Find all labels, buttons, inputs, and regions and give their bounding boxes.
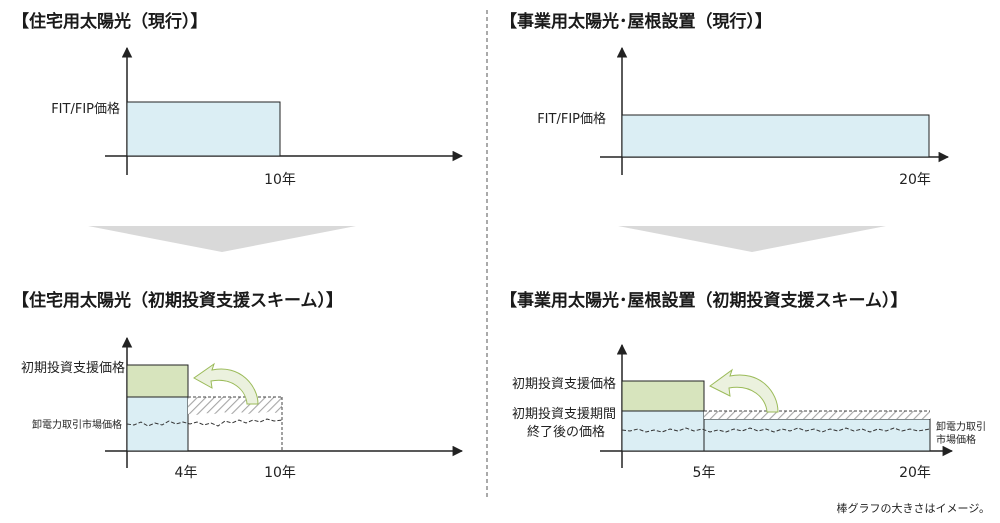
down-arrow-right-icon [618, 226, 886, 252]
tr-y-label: FIT/FIP価格 [537, 111, 606, 127]
br-after-label-line2: 終了後の価格 [527, 424, 605, 440]
bl-initial-price-label: 初期投資支援価格 [21, 360, 125, 376]
title-top-right: 【事業用太陽光･屋根設置（現行）】 [500, 11, 772, 32]
br-market-label-line1: 卸電力取引 [936, 420, 986, 433]
tl-fit-bar [126, 101, 281, 157]
br-x-tick-1: 5年 [693, 465, 716, 481]
title-bottom-left: 【住宅用太陽光（初期投資支援スキーム）】 [12, 290, 343, 311]
down-arrow-left-icon [88, 226, 356, 252]
tl-x-tick: 10年 [264, 172, 296, 188]
tr-fit-bar [621, 114, 930, 158]
footnote: 棒グラフの大きさはイメージ。 [837, 501, 990, 515]
bl-hatched-area [188, 397, 282, 415]
bl-x-tick-2: 10年 [264, 465, 296, 481]
br-post-support-bar [703, 418, 931, 452]
title-bottom-right: 【事業用太陽光･屋根設置（初期投資支援スキーム）】 [500, 290, 908, 311]
br-after-label-line1: 初期投資支援期間 [512, 406, 616, 422]
bl-curved-arrow-icon [193, 362, 259, 405]
br-x-tick-2: 20年 [899, 465, 931, 481]
br-hatched-area [704, 411, 930, 419]
title-top-left: 【住宅用太陽光（現行）】 [12, 11, 208, 32]
br-market-label-line2: 市場価格 [936, 433, 976, 446]
bl-initial-support-bar [126, 364, 189, 398]
br-market-price-line [621, 427, 931, 433]
tr-x-tick: 20年 [899, 172, 931, 188]
br-curved-arrow-icon [709, 368, 779, 413]
bl-market-label: 卸電力取引市場価格 [32, 418, 122, 431]
tl-y-label: FIT/FIP価格 [51, 101, 120, 117]
bl-market-price-line [126, 418, 283, 427]
br-initial-price-label: 初期投資支援価格 [512, 376, 616, 392]
br-market-price-bar-1 [621, 410, 705, 452]
bl-x-tick-1: 4年 [175, 465, 198, 481]
br-initial-support-bar [621, 380, 705, 412]
